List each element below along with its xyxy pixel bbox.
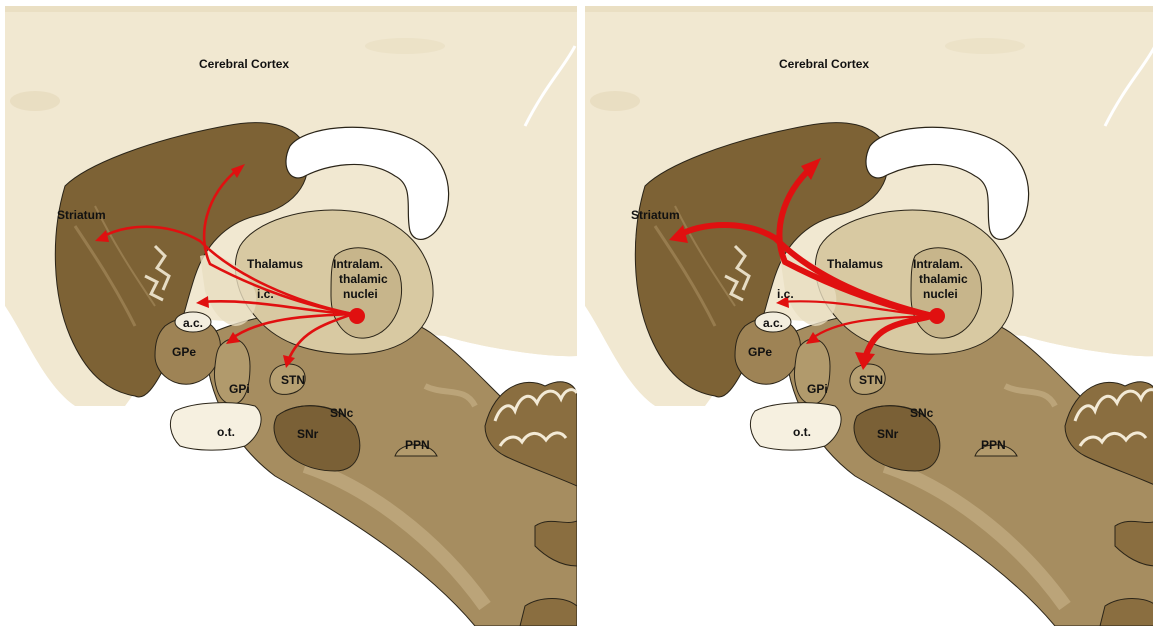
label-snc: SNc <box>910 406 934 420</box>
label-thalamus: Thalamus <box>247 257 303 271</box>
panel-left: Cerebral Cortex Striatum Thalamus Intral… <box>5 6 577 626</box>
label-snc: SNc <box>330 406 354 420</box>
label-ac: a.c. <box>763 316 783 330</box>
brain-anatomy-right <box>585 6 1153 626</box>
label-gpi: GPi <box>229 382 250 396</box>
label-cerebral-cortex: Cerebral Cortex <box>779 57 869 71</box>
label-cerebral-cortex: Cerebral Cortex <box>199 57 289 71</box>
label-intralam-line1: Intralam. <box>333 257 383 271</box>
label-striatum: Striatum <box>631 208 680 222</box>
label-ic: i.c. <box>777 287 794 301</box>
label-ot: o.t. <box>217 425 235 439</box>
origin-dot-right <box>929 308 945 324</box>
label-intralam-line3: nuclei <box>923 287 958 301</box>
label-intralam-line1: Intralam. <box>913 257 963 271</box>
label-gpe: GPe <box>748 345 772 359</box>
label-gpi: GPi <box>807 382 828 396</box>
label-ot: o.t. <box>793 425 811 439</box>
brain-section-left: Cerebral Cortex Striatum Thalamus Intral… <box>5 6 577 626</box>
label-ppn: PPN <box>405 438 430 452</box>
label-snr: SNr <box>877 427 899 441</box>
label-ic: i.c. <box>257 287 274 301</box>
label-intralam-line2: thalamic <box>339 272 388 286</box>
label-thalamus: Thalamus <box>827 257 883 271</box>
label-stn: STN <box>859 373 883 387</box>
label-stn: STN <box>281 373 305 387</box>
label-intralam-line3: nuclei <box>343 287 378 301</box>
brain-section-right: Cerebral Cortex Striatum Thalamus Intral… <box>585 6 1153 626</box>
label-ppn: PPN <box>981 438 1006 452</box>
label-intralam-line2: thalamic <box>919 272 968 286</box>
origin-dot-left <box>349 308 365 324</box>
label-ac: a.c. <box>183 316 203 330</box>
label-snr: SNr <box>297 427 319 441</box>
label-gpe: GPe <box>172 345 196 359</box>
panel-right: Cerebral Cortex Striatum Thalamus Intral… <box>585 6 1153 626</box>
label-striatum: Striatum <box>57 208 106 222</box>
brain-anatomy-left <box>5 6 577 626</box>
